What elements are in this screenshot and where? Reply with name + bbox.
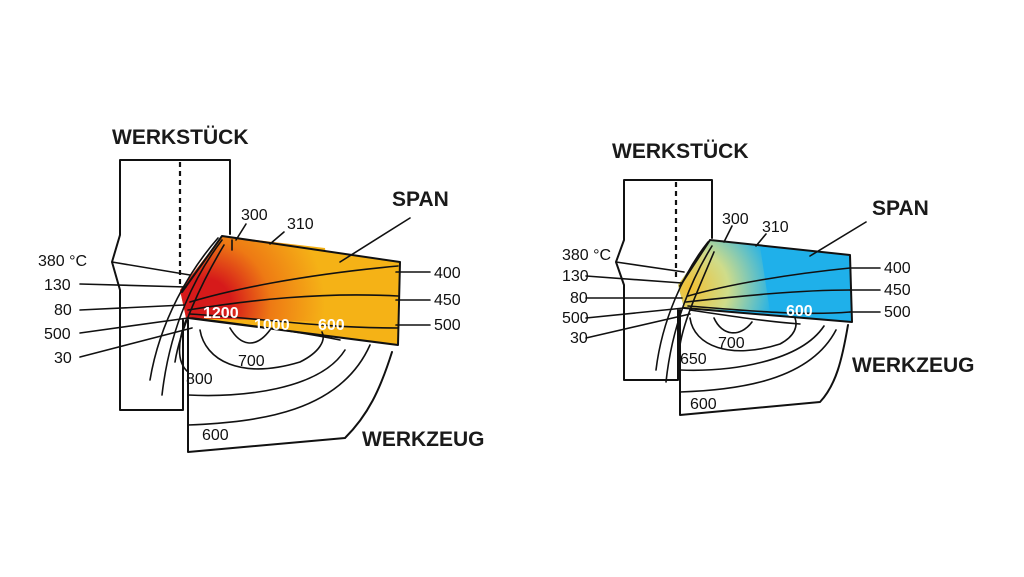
right-temp-label: 450	[884, 282, 911, 299]
left-leader-line	[79, 327, 193, 358]
right-temp-label: 500	[562, 310, 589, 327]
left-tool-outline	[187, 319, 393, 453]
right-temp-label: 310	[762, 219, 789, 236]
left-shear-line	[174, 244, 225, 363]
right-leader-line	[723, 225, 733, 243]
left-temp-label: 400	[434, 265, 461, 282]
left-temp-label: 380 °C	[38, 253, 87, 270]
right-workpiece-outline	[615, 179, 713, 381]
left-temp-label: 300	[241, 207, 268, 224]
left-hot-zone	[180, 236, 335, 322]
right-tool-label: WERKZEUG	[852, 354, 975, 377]
left-tool-temp-label: 700	[238, 353, 265, 370]
right-temp-label: 380 °C	[562, 247, 611, 264]
right-tool-isotherm	[679, 329, 837, 393]
right-chip-isotherm	[687, 305, 851, 315]
right-workpiece-label: WERKSTÜCK	[612, 140, 749, 163]
left-shear-line	[149, 237, 219, 381]
right-temp-label: 500	[884, 304, 911, 321]
left-tool-temp-label: 600	[202, 427, 229, 444]
right-chip-isotherm	[689, 309, 801, 325]
left-temp-label: 80	[54, 302, 72, 319]
left-chip-isotherm	[189, 313, 399, 329]
right-warm-zone	[678, 240, 770, 312]
right-chip-outline	[679, 239, 853, 323]
right-tool-outline	[679, 309, 849, 416]
left-leader-line	[235, 223, 247, 241]
left-tool-isotherm	[199, 329, 324, 370]
right-chip-label: SPAN	[872, 197, 929, 220]
right-tool-temp-label: 600	[690, 396, 717, 413]
right-temp-label: 400	[884, 260, 911, 277]
left-chip-label: SPAN	[392, 188, 449, 211]
left-tool-temp-label: 800	[186, 371, 213, 388]
right-temp-label: 30	[570, 330, 588, 347]
left-temp-label: 500	[44, 326, 71, 343]
right-chip-isotherm	[685, 289, 851, 303]
left-temp-label: 30	[54, 350, 72, 367]
right-tool-isotherm	[713, 317, 753, 334]
left-temp-label: 130	[44, 277, 71, 294]
right-chip-isotherm	[687, 267, 851, 297]
right-inner-temp-label: 600	[786, 303, 813, 320]
right-leader-line	[585, 307, 685, 319]
left-leader-line	[339, 217, 411, 263]
right-temp-label: 130	[562, 268, 589, 285]
left-chip-isotherm	[187, 294, 399, 311]
right-leader-line	[585, 313, 691, 339]
left-temp-label: 500	[434, 317, 461, 334]
right-leader-line	[615, 261, 685, 273]
right-leader-line	[755, 233, 767, 247]
right-tool-isotherm	[689, 317, 797, 352]
left-leader-line	[79, 304, 185, 311]
left-tool-isotherm	[187, 344, 371, 426]
right-diagram: WERKSTÜCK SPAN WERKZEUG 380 °C 130 80 50…	[562, 140, 975, 416]
left-leader-line	[269, 231, 285, 245]
left-workpiece-label: WERKSTÜCK	[112, 126, 249, 149]
left-diagram: WERKSTÜCK SPAN WERKZEUG 380 °C 130 80 50…	[38, 126, 485, 453]
left-workpiece-outline	[111, 159, 231, 411]
right-shear-line	[679, 251, 715, 346]
right-tool-temp-label: 650	[680, 351, 707, 368]
left-tool-label: WERKZEUG	[362, 428, 485, 451]
right-tool-temp-label: 700	[718, 335, 745, 352]
left-inner-temp-label: 1200	[203, 305, 239, 322]
left-tool-isotherm	[178, 319, 189, 373]
left-temp-label: 310	[287, 216, 314, 233]
left-chip-isotherm	[189, 265, 399, 303]
left-tool-isotherm	[187, 349, 346, 397]
left-shear-line	[161, 239, 223, 396]
left-chip-outline	[181, 235, 401, 346]
right-leader-line	[809, 221, 867, 257]
right-shear-line	[665, 245, 713, 383]
left-temp-label: 450	[434, 292, 461, 309]
left-leader-line	[111, 261, 191, 276]
left-leader-line	[79, 283, 187, 288]
right-temp-label: 80	[570, 290, 588, 307]
right-tool-isotherm	[679, 325, 825, 372]
left-tool-isotherm	[229, 327, 271, 344]
right-leader-line	[585, 275, 683, 284]
left-chip-isotherm	[191, 317, 341, 341]
left-inner-temp-label: 1000	[254, 317, 290, 334]
left-inner-temp-label: 600	[318, 317, 345, 334]
left-leader-line	[79, 317, 189, 334]
right-temp-label: 300	[722, 211, 749, 228]
